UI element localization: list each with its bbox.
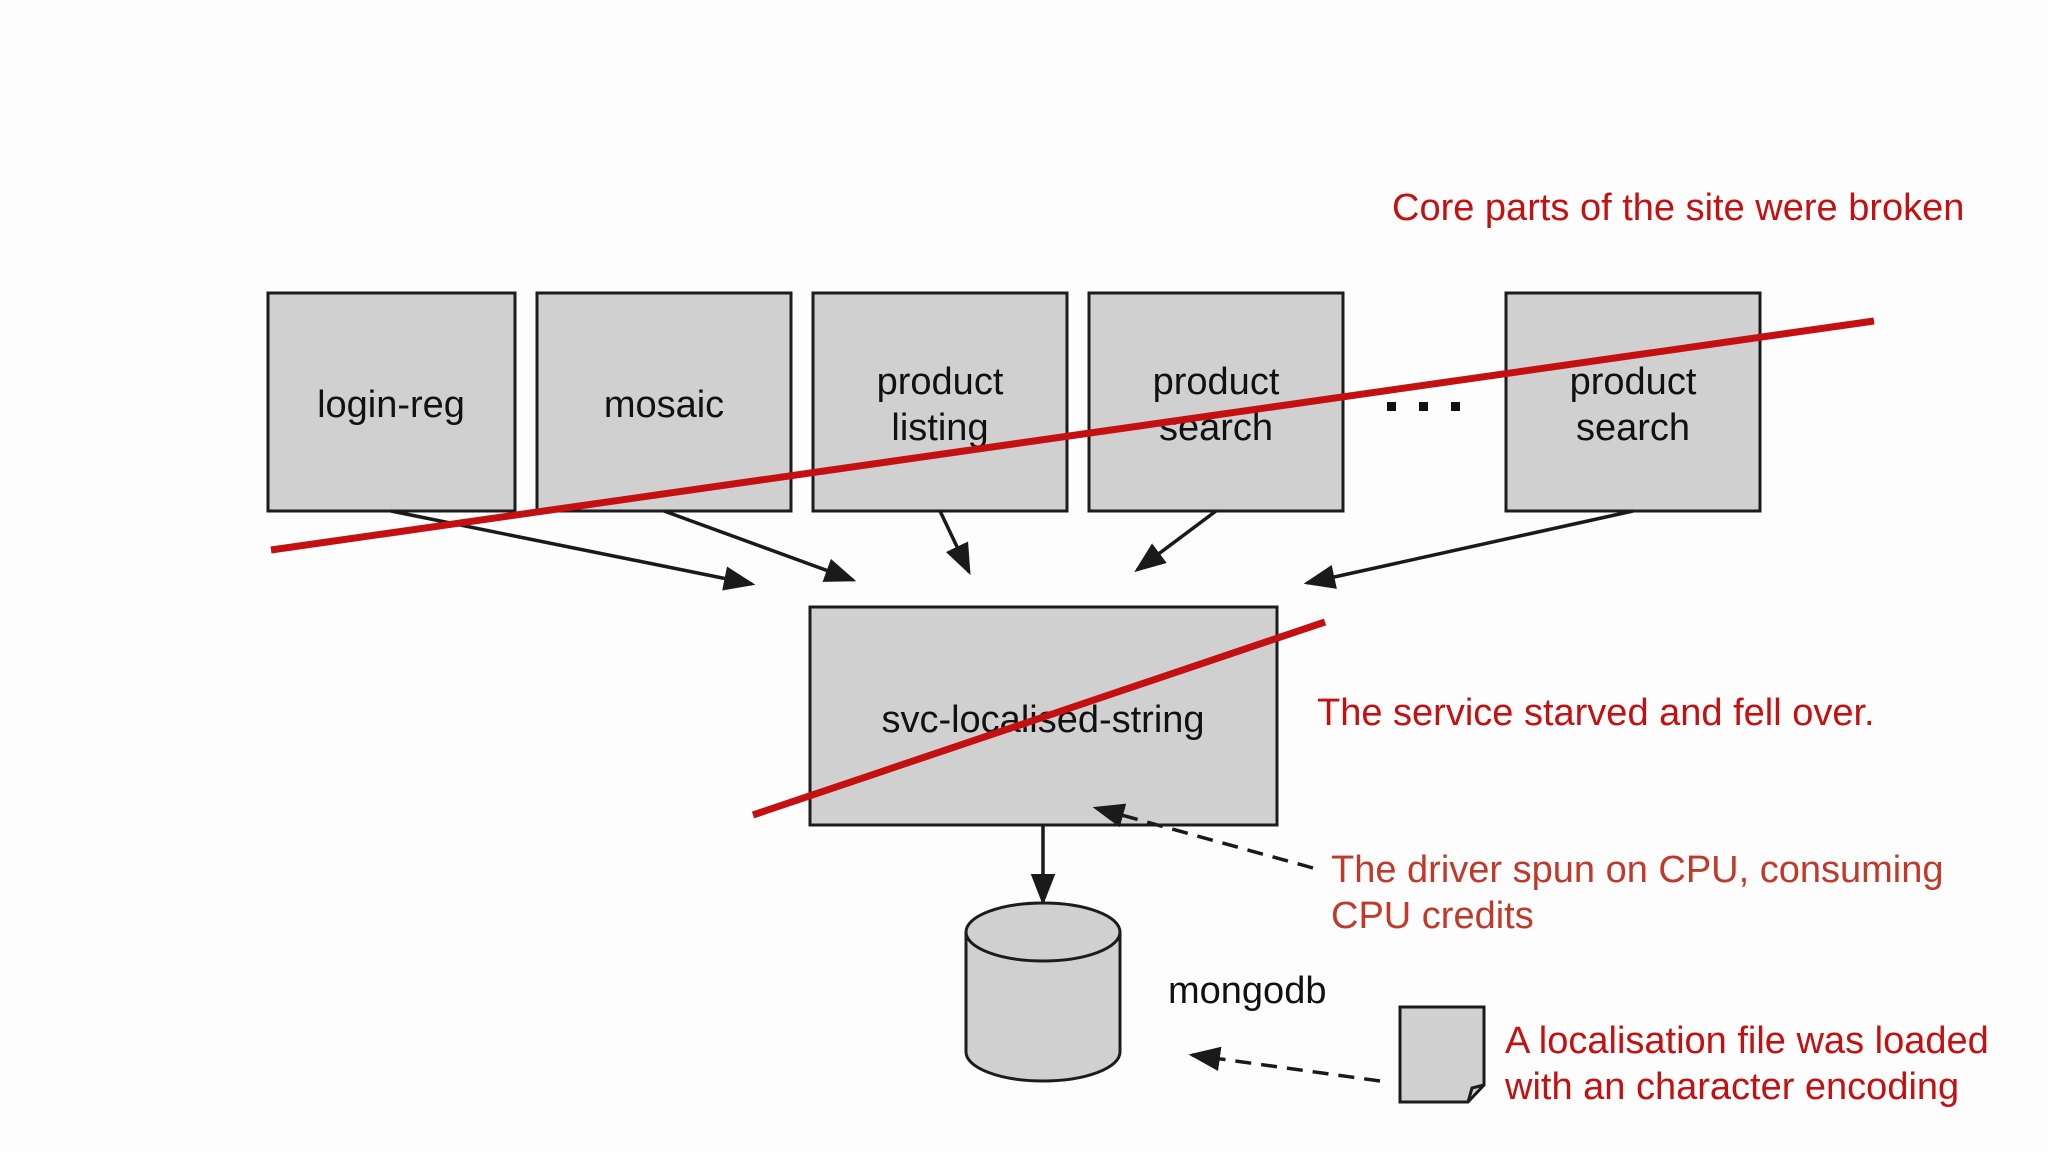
document-file-icon: [1398, 1005, 1486, 1104]
annotation-localisation-file-line1: A localisation file was loaded: [1505, 1020, 1989, 1062]
service-box-mosaic: mosaic: [535, 291, 793, 513]
service-label-product-search-2-line2: search: [1576, 407, 1690, 449]
ellipsis-dot: [1387, 402, 1396, 411]
more-services-ellipsis: [1387, 402, 1460, 411]
service-box-product-listing: product listing: [811, 291, 1069, 513]
service-box-product-search-2: product search: [1504, 291, 1762, 513]
ellipsis-dot: [1419, 402, 1428, 411]
service-box-login-reg: login-reg: [266, 291, 517, 513]
annotation-driver-cpu-line2: CPU credits: [1331, 895, 1534, 937]
strike-line-central-service: [751, 618, 1327, 819]
annotation-localisation-file-line2: with an character encoding: [1504, 1066, 1959, 1108]
database-label: mongodb: [1168, 970, 1326, 1012]
ellipsis-dot: [1451, 402, 1460, 411]
service-label-product-listing-line2: listing: [891, 407, 988, 449]
database-cylinder-icon: [964, 901, 1122, 1083]
service-label-login-reg: login-reg: [317, 384, 465, 426]
service-label-product-listing-line1: product: [877, 361, 1004, 403]
arrow-product-search-1-to-svc: [1134, 509, 1218, 573]
service-label-product-search-2-line1: product: [1570, 361, 1697, 403]
annotation-driver-cpu-line1: The driver spun on CPU, consuming: [1331, 849, 1944, 891]
arrow-product-search-2-to-svc: [1303, 509, 1634, 589]
service-label-mosaic: mosaic: [604, 384, 724, 426]
arrow-mosaic-to-svc: [663, 509, 857, 582]
arrow-product-listing-to-svc: [938, 510, 971, 576]
annotation-service-starved: The service starved and fell over.: [1317, 692, 1875, 734]
service-label-product-search-1-line1: product: [1153, 361, 1280, 403]
arrow-driver-note-to-svc: [1092, 803, 1314, 870]
arrow-file-to-mongodb: [1188, 1046, 1381, 1083]
strike-line-top-services: [270, 317, 1875, 554]
annotation-core-broken: Core parts of the site were broken: [1392, 187, 1964, 229]
